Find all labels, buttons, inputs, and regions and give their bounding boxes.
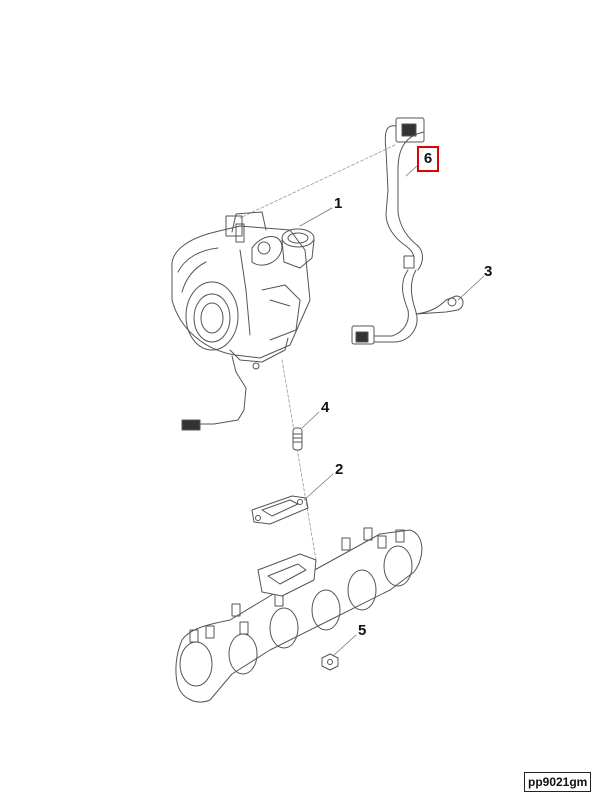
callout-5: 5 <box>358 622 367 639</box>
mounting-stud <box>292 427 303 451</box>
manifold-nut <box>321 653 339 671</box>
callout-2: 2 <box>335 461 344 478</box>
callout-4: 4 <box>321 399 330 416</box>
harness-clip <box>415 295 464 315</box>
callout-3: 3 <box>484 263 493 280</box>
turbocharger <box>171 211 315 431</box>
reference-code: pp9021gm <box>524 772 592 792</box>
turbo-gasket <box>251 495 309 525</box>
callout-6-highlighted[interactable]: 6 <box>417 146 439 172</box>
leader-lines <box>239 144 485 656</box>
callout-1: 1 <box>334 195 343 212</box>
manifold-bolts <box>189 527 405 643</box>
exhaust-manifold <box>175 527 423 703</box>
wiring-harness <box>351 117 425 345</box>
